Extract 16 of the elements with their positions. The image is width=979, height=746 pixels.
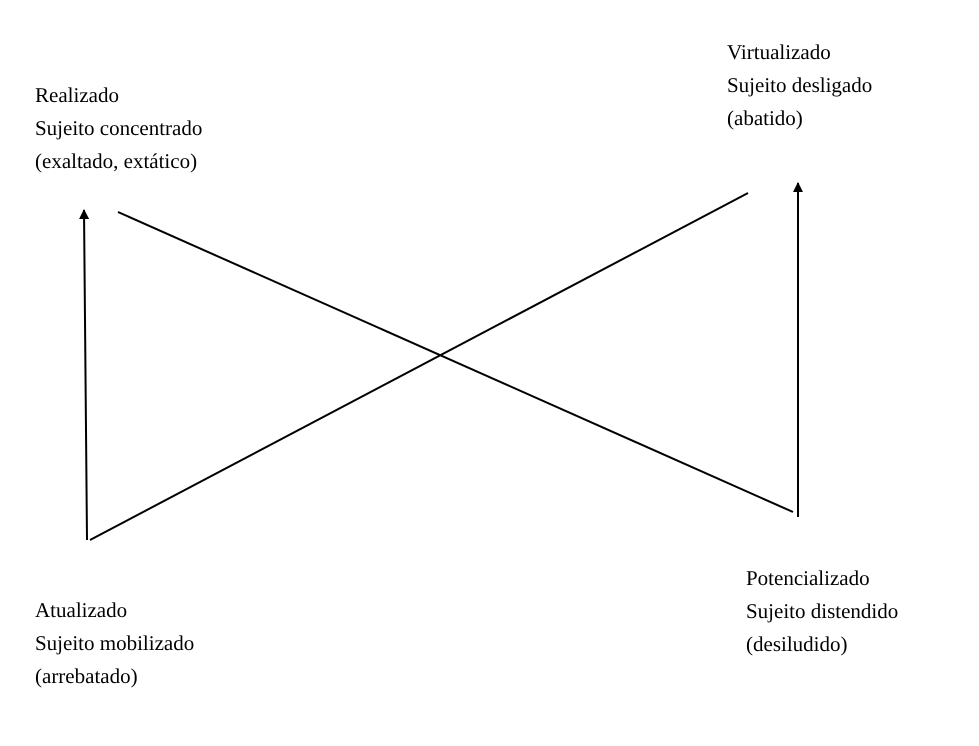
node-text: Sujeito desligado xyxy=(727,72,872,99)
node-text: (desiludido) xyxy=(746,631,848,658)
arrow xyxy=(793,182,803,517)
node-text: Atualizado xyxy=(35,597,128,624)
arrow xyxy=(79,209,90,540)
connector-line xyxy=(90,192,748,541)
node-text: Virtualizado xyxy=(727,39,832,66)
node-text: Sujeito mobilizado xyxy=(35,630,194,657)
node-text: Sujeito distendido xyxy=(746,598,898,625)
node-text: (exaltado, extático) xyxy=(35,148,198,175)
node-text: Realizado xyxy=(35,82,120,109)
node-text: Sujeito concentrado xyxy=(35,115,202,142)
connector-line xyxy=(118,211,794,513)
node-text: Potencializado xyxy=(746,565,871,592)
node-text: (abatido) xyxy=(727,105,804,132)
node-text: (arrebatado) xyxy=(35,663,139,690)
